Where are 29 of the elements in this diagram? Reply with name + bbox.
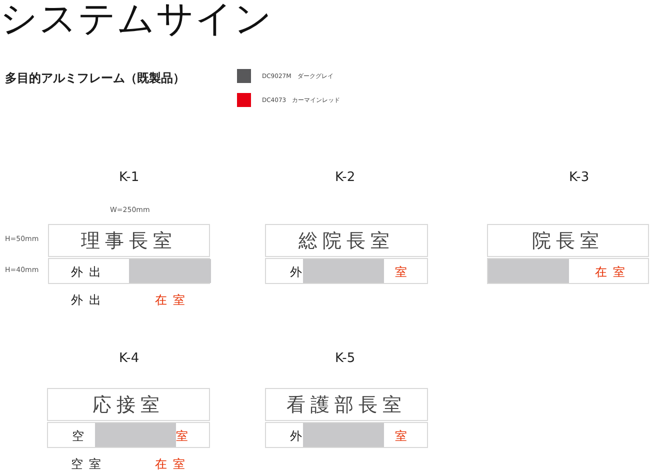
status-text: 室 [176,428,194,445]
status-plate [487,258,649,284]
status-text: 外 [290,428,308,445]
state-label: 在室 [155,292,191,309]
sign-number: K-4 [119,351,140,366]
product-label: 多目的アルミフレーム（既製品） [5,70,185,87]
status-plate [47,422,210,448]
sign-number: K-3 [569,170,590,185]
status-plate [48,258,210,284]
state-label: 外出 [71,292,107,309]
status-plate [265,258,428,284]
status-text: 空 [72,428,90,445]
status-text: 室 [395,264,413,281]
title: システムサイン [0,0,273,42]
name-plate: 応接室 [47,388,210,421]
status-plate [265,422,428,448]
name-plate: 総院長室 [265,224,428,257]
sign-number: K-2 [335,170,356,185]
status-text: 外出 [71,264,107,281]
status-text: 在室 [595,264,631,281]
sign-number: K-1 [119,170,140,185]
name-plate: 看護部長室 [265,388,428,421]
status-text: 外 [290,264,308,281]
sign-number: K-5 [335,351,356,366]
state-label: 空室 [71,456,107,470]
status-text: 室 [395,428,413,445]
name-plate: 院長室 [487,224,649,257]
state-label: 在室 [155,456,191,470]
name-plate: 理事長室 [48,224,210,257]
